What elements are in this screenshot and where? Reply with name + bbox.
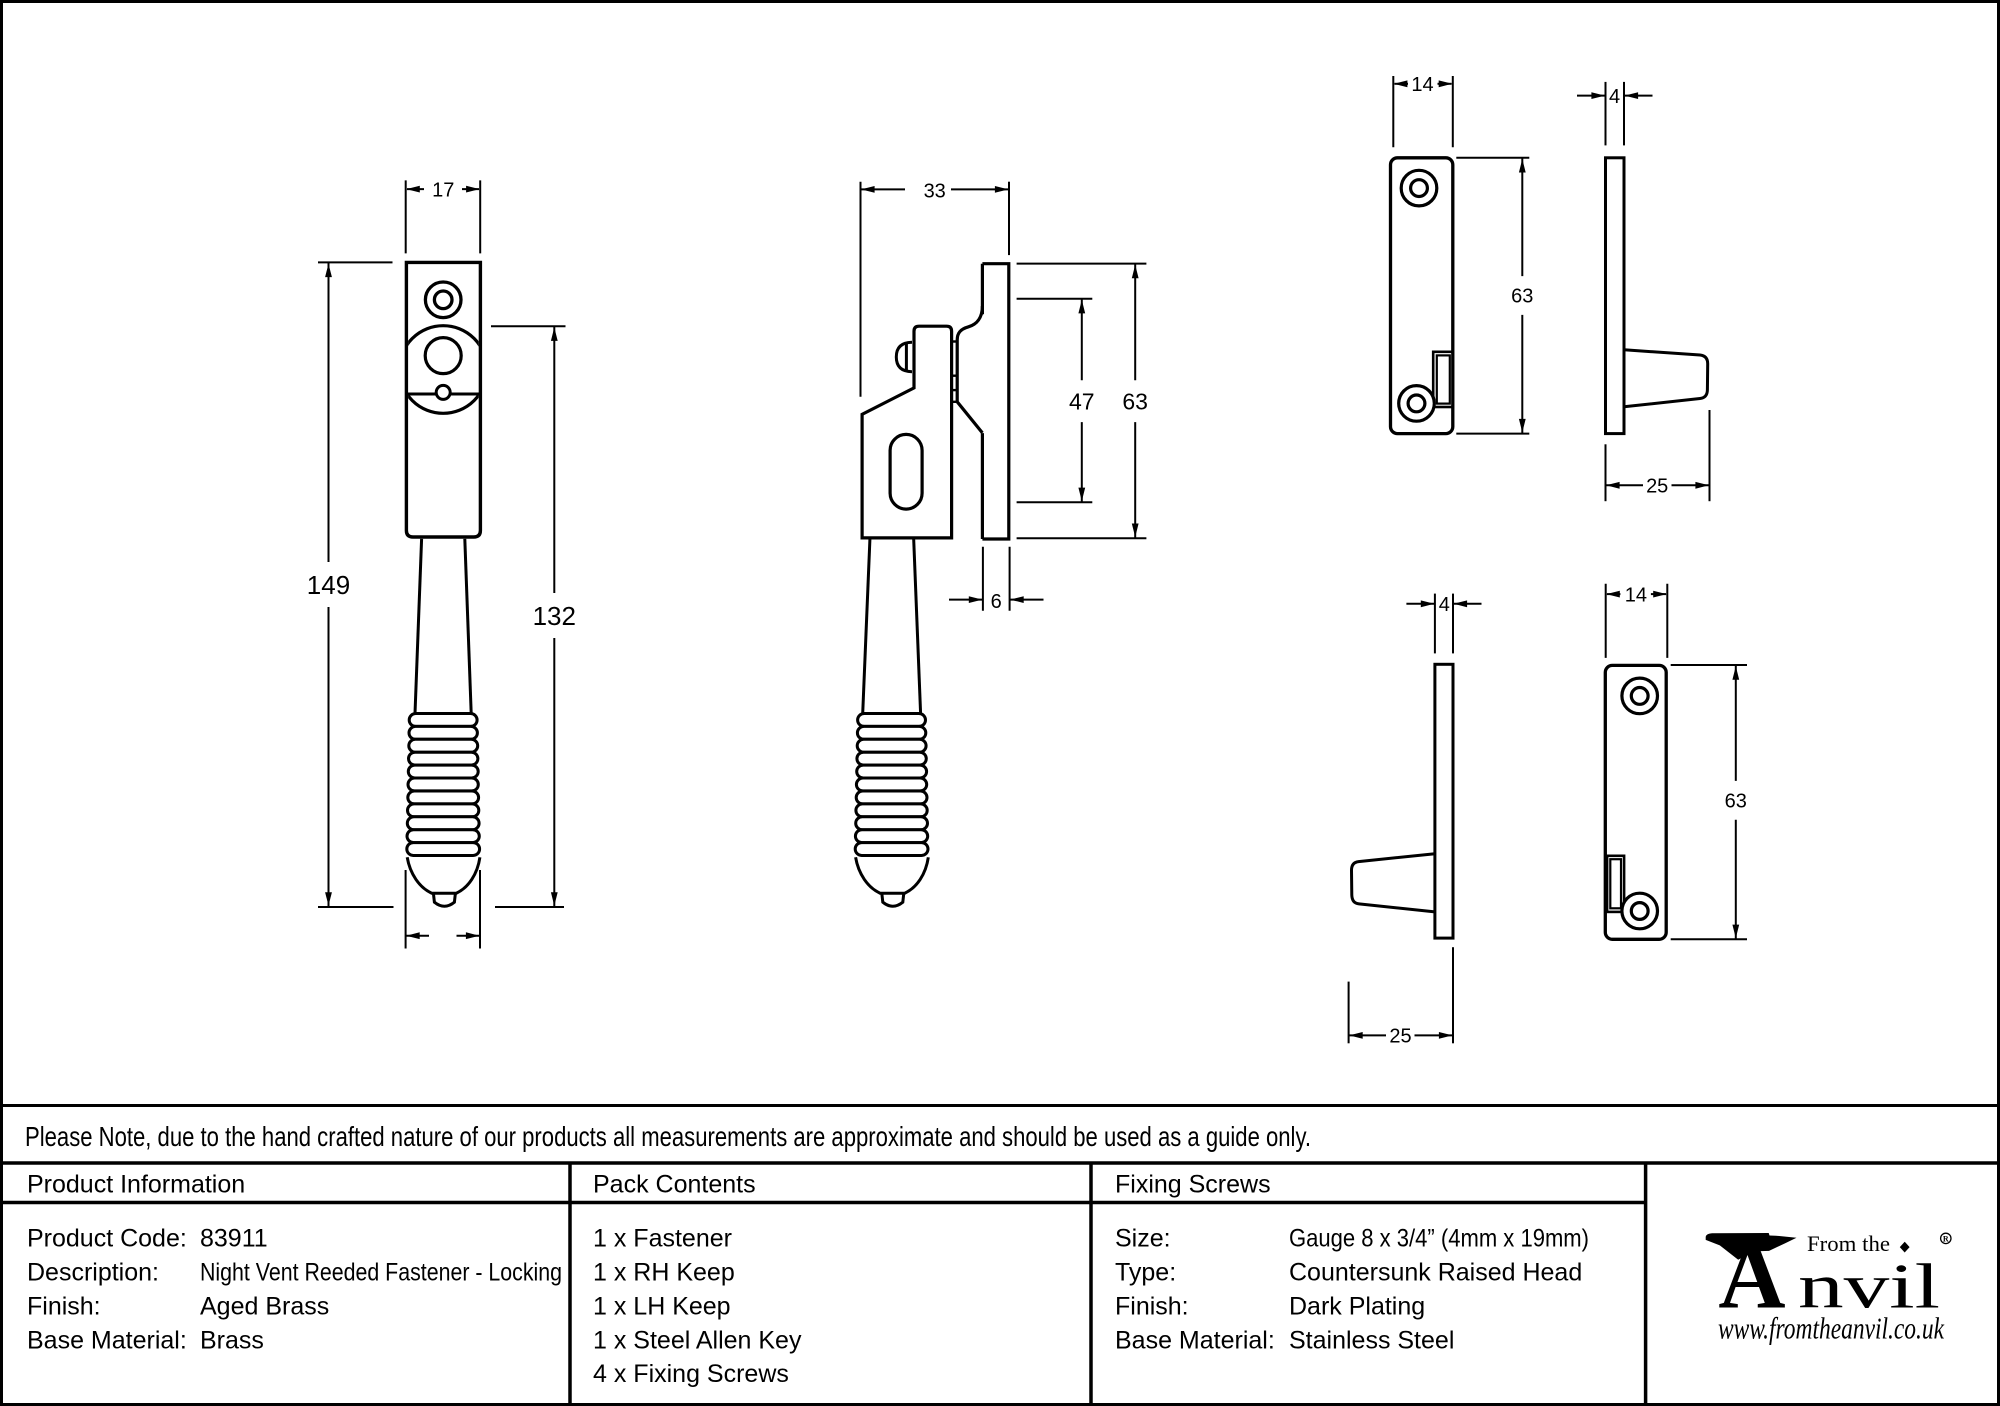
svg-text:Description:: Description:	[27, 1259, 159, 1287]
svg-text:Finish:: Finish:	[1115, 1293, 1189, 1321]
svg-text:Stainless Steel: Stainless Steel	[1289, 1327, 1454, 1355]
svg-text:4: 4	[1439, 594, 1450, 616]
svg-text:1 x RH Keep: 1 x RH Keep	[593, 1259, 735, 1287]
svg-text:83911: 83911	[200, 1225, 268, 1253]
svg-text:4 x Fixing Screws: 4 x Fixing Screws	[593, 1360, 789, 1388]
svg-text:Dark Plating: Dark Plating	[1289, 1293, 1425, 1321]
svg-text:Aged Brass: Aged Brass	[200, 1293, 329, 1321]
svg-text:1 x LH Keep: 1 x LH Keep	[593, 1293, 731, 1321]
svg-text:149: 149	[307, 570, 350, 600]
svg-text:Please Note, due to the hand c: Please Note, due to the hand crafted nat…	[25, 1121, 1311, 1152]
svg-text:From the: From the	[1807, 1231, 1890, 1256]
svg-text:Size:: Size:	[1115, 1225, 1171, 1253]
svg-text:Product Information: Product Information	[27, 1171, 245, 1199]
svg-text:Night Vent Reeded Fastener - L: Night Vent Reeded Fastener - Locking	[200, 1259, 562, 1287]
svg-text:47: 47	[1069, 388, 1095, 414]
svg-text:4: 4	[1609, 86, 1620, 108]
svg-text:1 x Steel Allen Key: 1 x Steel Allen Key	[593, 1327, 802, 1355]
svg-text:Fixing Screws: Fixing Screws	[1115, 1171, 1271, 1199]
svg-text:Finish:: Finish:	[27, 1293, 101, 1321]
svg-text:63: 63	[1122, 388, 1148, 414]
svg-text:Gauge 8 x 3/4” (4mm x 19mm): Gauge 8 x 3/4” (4mm x 19mm)	[1289, 1225, 1589, 1253]
svg-text:Countersunk Raised Head: Countersunk Raised Head	[1289, 1259, 1582, 1287]
svg-text:1 x Fastener: 1 x Fastener	[593, 1225, 732, 1253]
svg-text:25: 25	[1389, 1026, 1411, 1048]
svg-text:Pack Contents: Pack Contents	[593, 1171, 756, 1199]
svg-text:14: 14	[1411, 74, 1433, 96]
svg-text:132: 132	[533, 601, 576, 631]
svg-text:Base Material:: Base Material:	[1115, 1327, 1275, 1355]
svg-text:63: 63	[1511, 286, 1533, 308]
svg-text:www.fromtheanvil.co.uk: www.fromtheanvil.co.uk	[1718, 1311, 1945, 1346]
svg-text:Brass: Brass	[200, 1327, 264, 1355]
svg-text:R: R	[1943, 1234, 1949, 1243]
svg-text:63: 63	[1725, 791, 1747, 813]
svg-text:Type:: Type:	[1115, 1259, 1176, 1287]
svg-text:nvil: nvil	[1798, 1251, 1940, 1322]
svg-text:Base Material:: Base Material:	[27, 1327, 187, 1355]
svg-text:6: 6	[991, 591, 1002, 613]
svg-text:17: 17	[432, 179, 454, 201]
svg-text:33: 33	[924, 180, 946, 202]
svg-text:14: 14	[1625, 584, 1647, 606]
svg-text:A: A	[1718, 1226, 1785, 1329]
svg-text:Product Code:: Product Code:	[27, 1225, 187, 1253]
svg-text:25: 25	[1646, 476, 1668, 498]
